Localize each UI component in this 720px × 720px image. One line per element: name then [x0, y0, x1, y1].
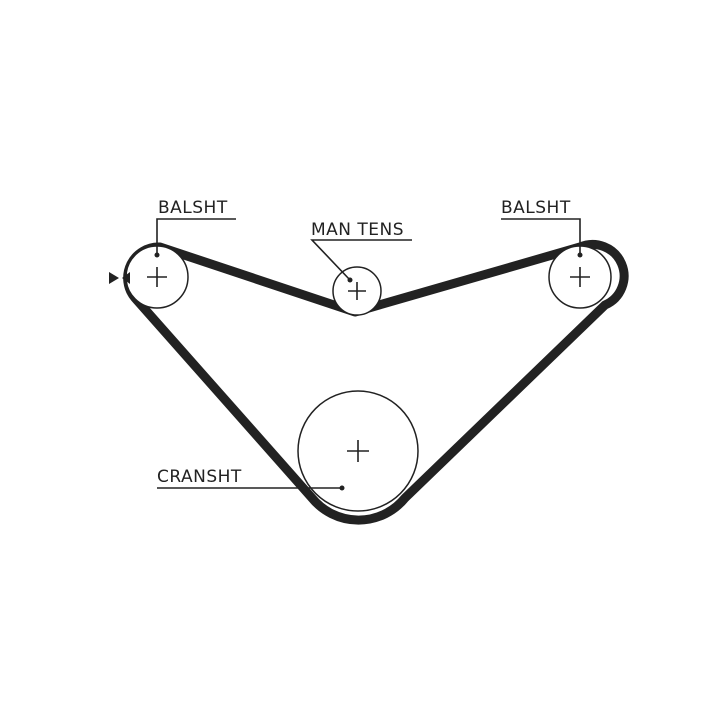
manual-tensioner-pulley — [332, 266, 382, 316]
label-man-tens: MAN TENS — [311, 220, 404, 240]
crankshaft-pulley — [297, 390, 419, 512]
balsht-right-leader — [501, 218, 583, 258]
label-balsht-right: BALSHT — [501, 198, 571, 218]
label-cranksht: CRANSHT — [157, 467, 242, 487]
rotation-direction-arrow-icon — [109, 272, 130, 284]
man-tens-leader — [310, 239, 412, 283]
balance-shaft-left-pulley — [125, 245, 189, 309]
balsht-left-leader — [154, 218, 236, 258]
cranksht-leader — [157, 485, 345, 491]
label-balsht-left: BALSHT — [158, 198, 228, 218]
